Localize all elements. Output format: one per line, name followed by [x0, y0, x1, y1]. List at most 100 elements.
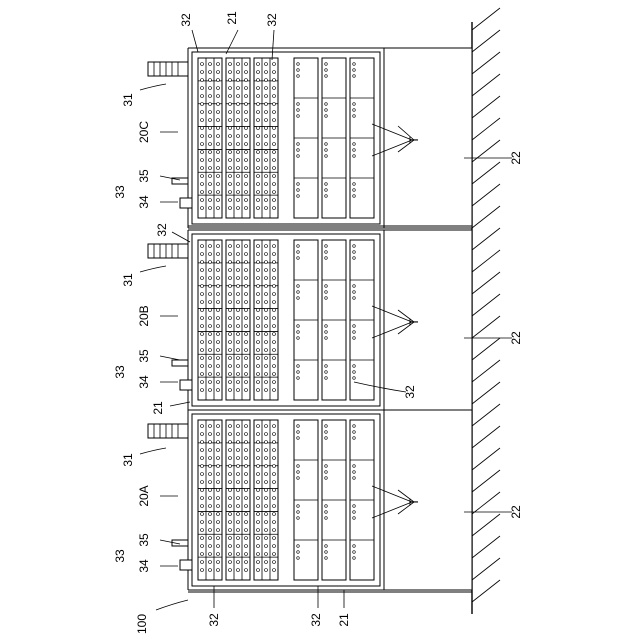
hole — [297, 149, 300, 152]
hole — [229, 183, 232, 186]
hole — [229, 545, 232, 548]
hatch-line — [472, 360, 500, 382]
hole — [265, 365, 268, 368]
hole — [265, 79, 268, 82]
hole — [245, 497, 248, 500]
hole — [217, 333, 220, 336]
hole — [325, 75, 328, 78]
column-outline — [226, 58, 250, 218]
hole — [325, 285, 328, 288]
hole — [297, 155, 300, 158]
hole — [245, 489, 248, 492]
hole — [237, 293, 240, 296]
hatch-line — [472, 382, 500, 404]
hole — [265, 561, 268, 564]
hole — [257, 505, 260, 508]
hatch-line — [472, 492, 500, 514]
hole — [217, 277, 220, 280]
hole — [257, 261, 260, 264]
hole — [265, 269, 268, 272]
hole — [265, 489, 268, 492]
hole — [265, 481, 268, 484]
hole — [245, 95, 248, 98]
hole — [217, 545, 220, 548]
hole — [353, 511, 356, 514]
hatch-line — [472, 294, 500, 316]
column-outline — [254, 420, 278, 580]
hole — [201, 127, 204, 130]
hole — [245, 349, 248, 352]
column-outline — [254, 240, 278, 400]
hole — [265, 389, 268, 392]
hole — [245, 317, 248, 320]
hole — [229, 341, 232, 344]
hole — [229, 151, 232, 154]
hole — [245, 261, 248, 264]
hole — [209, 175, 212, 178]
hole — [209, 253, 212, 256]
hole — [201, 349, 204, 352]
hole — [353, 155, 356, 158]
hole — [265, 505, 268, 508]
hole — [257, 277, 260, 280]
hole — [265, 553, 268, 556]
hole — [257, 489, 260, 492]
hole — [245, 253, 248, 256]
label-bracket-lower-a: 34 — [137, 559, 151, 573]
hole — [265, 167, 268, 170]
hole — [201, 143, 204, 146]
hole — [273, 127, 276, 130]
hole — [245, 389, 248, 392]
hole — [297, 195, 300, 198]
hole — [265, 537, 268, 540]
hole — [273, 465, 276, 468]
hole — [209, 159, 212, 162]
hole — [245, 481, 248, 484]
hole — [217, 167, 220, 170]
hole — [229, 333, 232, 336]
hatch-line — [472, 448, 500, 470]
hole — [245, 381, 248, 384]
hole — [265, 63, 268, 66]
hole — [229, 87, 232, 90]
hole — [201, 175, 204, 178]
hole — [245, 365, 248, 368]
hole — [273, 357, 276, 360]
bracket-33 — [172, 178, 192, 208]
hole — [229, 513, 232, 516]
hole — [237, 191, 240, 194]
hole — [217, 473, 220, 476]
hole — [217, 159, 220, 162]
hole — [201, 521, 204, 524]
hole — [237, 529, 240, 532]
hole — [217, 63, 220, 66]
hole — [353, 545, 356, 548]
hole — [265, 433, 268, 436]
hatch-line — [472, 470, 500, 492]
hole — [229, 175, 232, 178]
hole — [217, 569, 220, 572]
hole — [297, 183, 300, 186]
hole — [217, 381, 220, 384]
hatch-line — [472, 74, 500, 96]
hole — [297, 115, 300, 118]
hole — [209, 207, 212, 210]
hole — [297, 325, 300, 328]
hole — [209, 317, 212, 320]
hole — [229, 269, 232, 272]
hole — [229, 95, 232, 98]
hole — [209, 111, 212, 114]
hole — [201, 207, 204, 210]
hole — [217, 71, 220, 74]
hole — [353, 109, 356, 112]
hole — [273, 389, 276, 392]
hole — [257, 207, 260, 210]
hole — [245, 513, 248, 516]
hole — [209, 473, 212, 476]
hole — [353, 471, 356, 474]
hole — [237, 119, 240, 122]
hole — [245, 537, 248, 540]
hole — [257, 537, 260, 540]
hole — [297, 297, 300, 300]
hole — [265, 127, 268, 130]
